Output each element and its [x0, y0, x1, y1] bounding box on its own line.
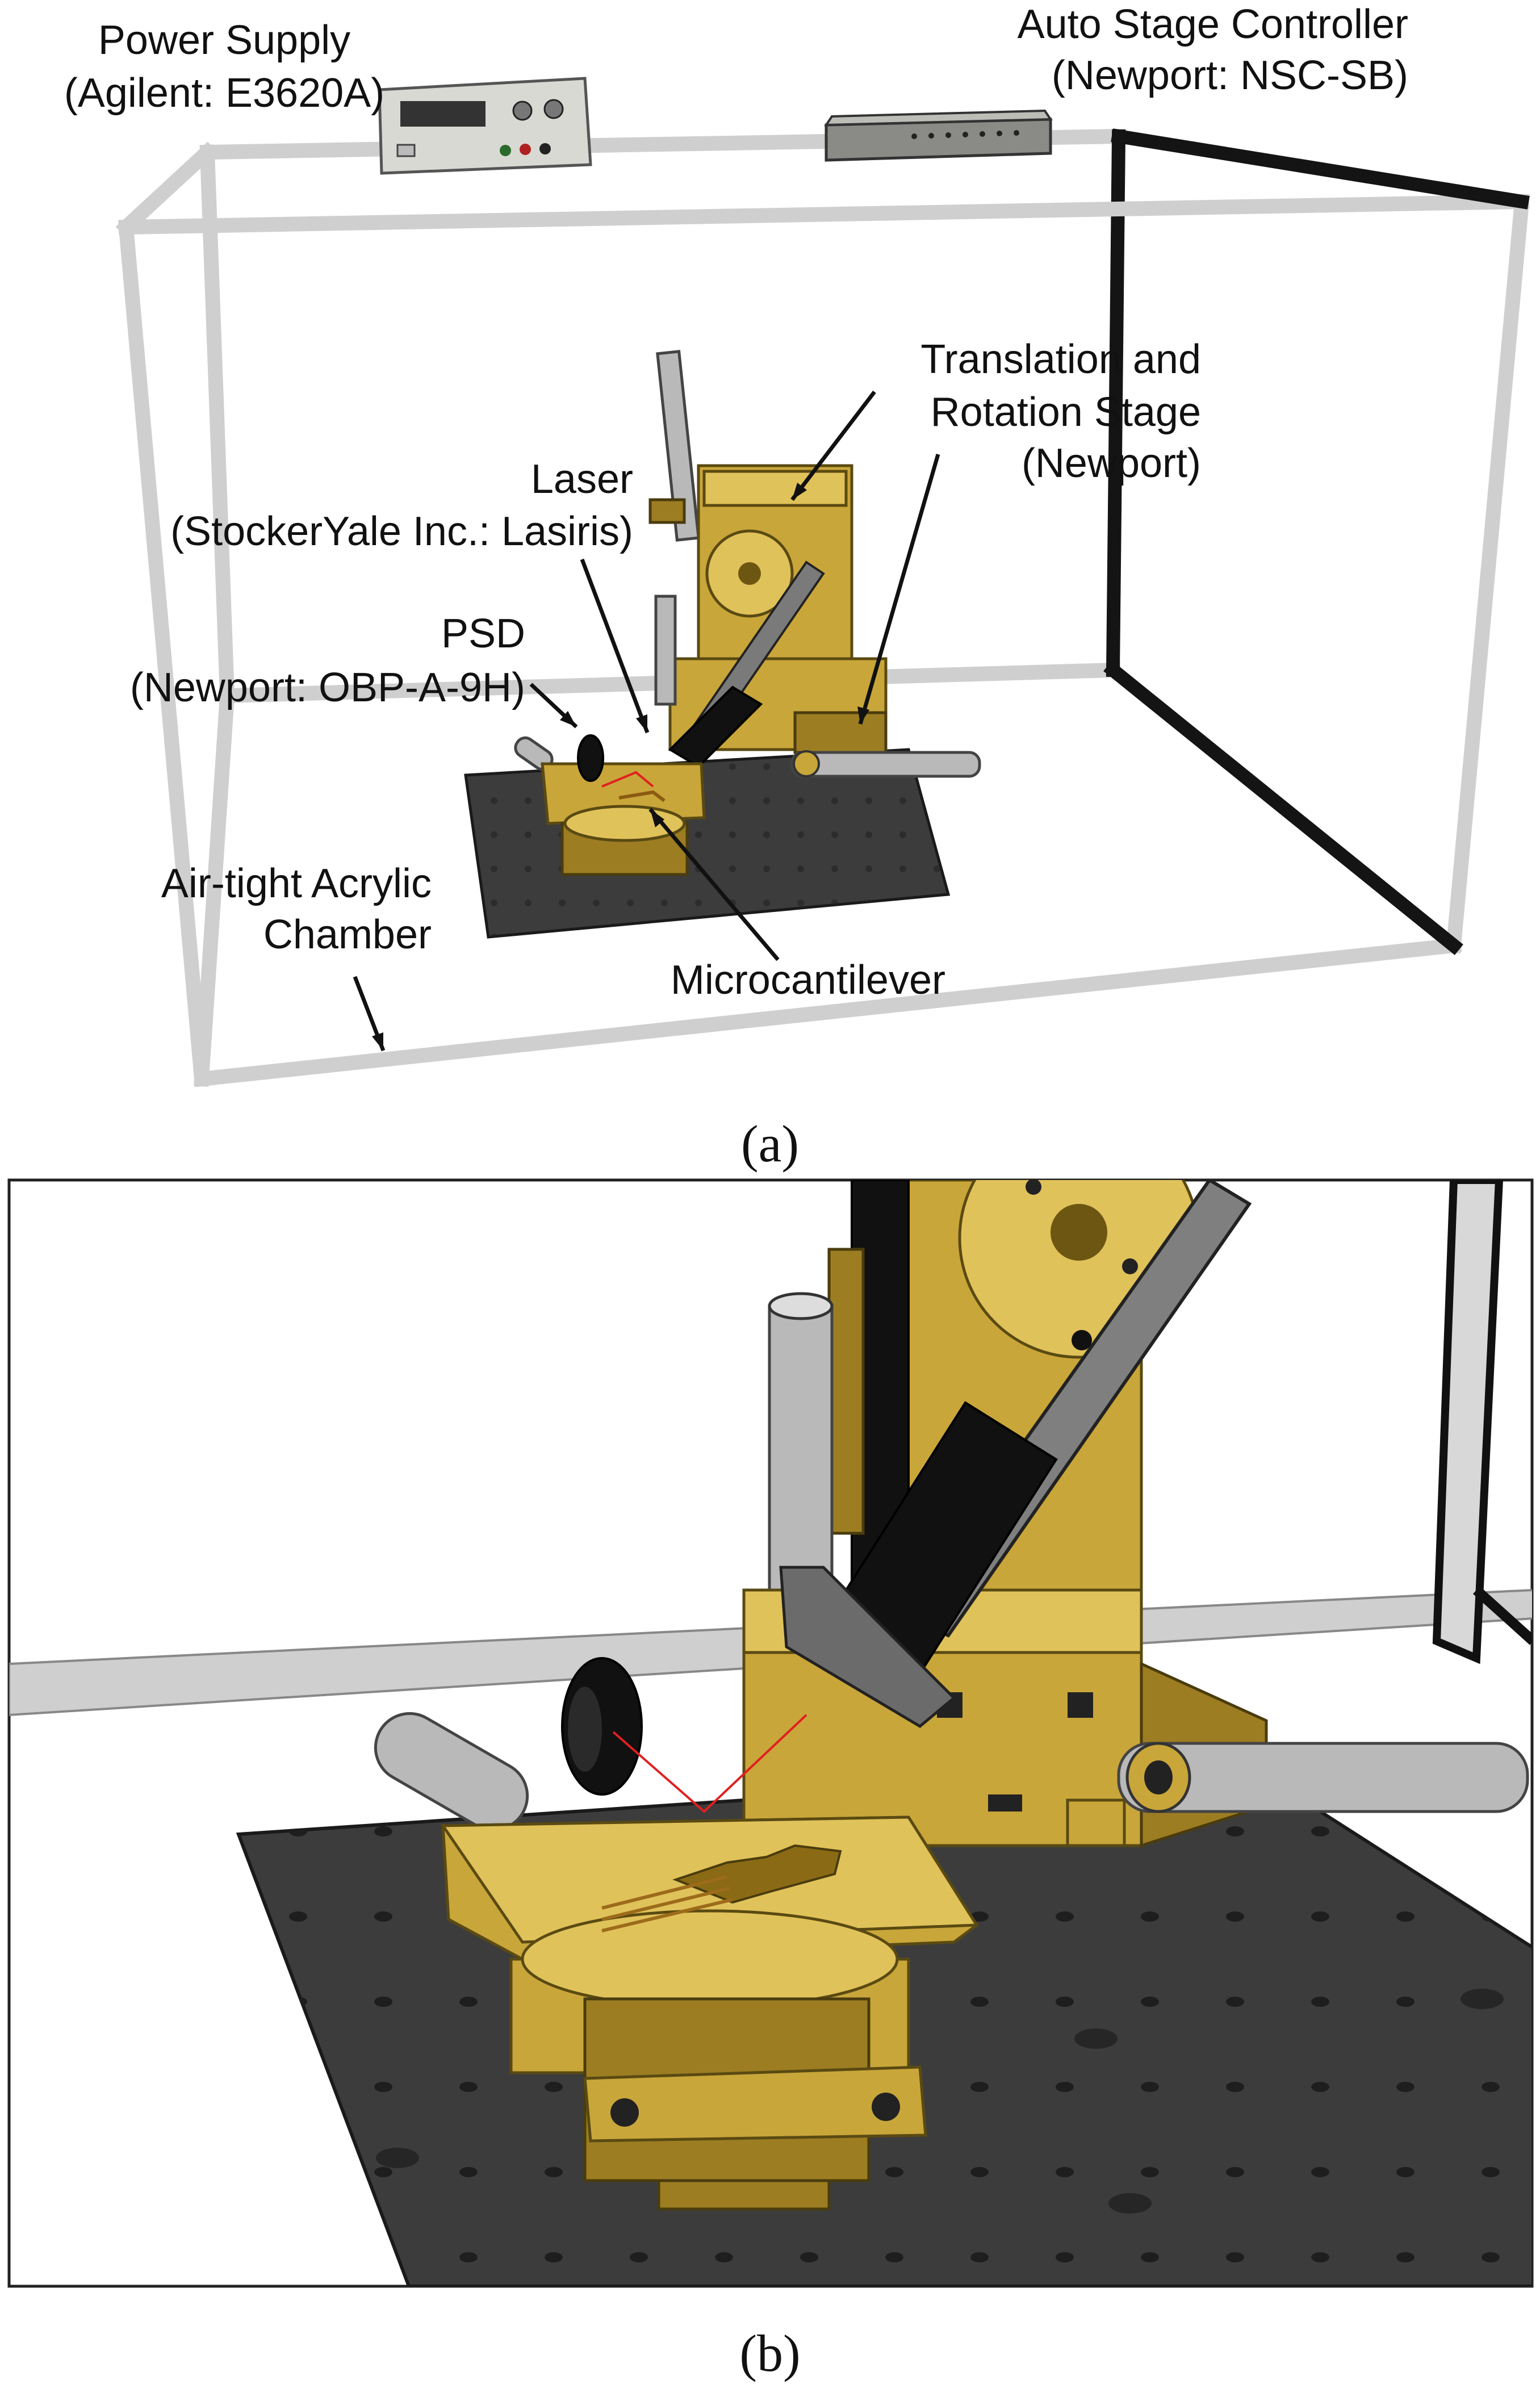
stage-controller-unit [824, 109, 1053, 162]
panel-a-illustration: Power Supply (Agilent: E3620A) Auto Stag… [64, 2, 1530, 1173]
sample-stage-a [514, 734, 706, 876]
label-chamber-line2: Chamber [263, 912, 432, 957]
laser-arm-a [668, 560, 825, 768]
label-chamber: Air-tight Acrylic [161, 861, 432, 906]
panel-b-illustration: (b) [7, 1178, 1534, 2382]
sample-stage-b [374, 1657, 980, 2211]
label-laser: Laser [531, 457, 633, 502]
label-translation-stage: Translation and [920, 337, 1201, 382]
label-microcantilever: Microcantilever [671, 957, 945, 1003]
caption-b: (b) [739, 2324, 800, 2382]
label-psd: PSD [441, 611, 525, 656]
label-power-supply: Power Supply [98, 18, 350, 63]
translation-rotation-stage-b [742, 1180, 1529, 1848]
label-stage-manufacturer: (Newport) [1022, 441, 1201, 486]
acrylic-chamber-frame [115, 128, 1530, 1087]
label-stage-controller-model: (Newport: NSC-SB) [1052, 53, 1408, 98]
leader-lines [353, 390, 940, 1052]
label-power-supply-model: (Agilent: E3620A) [64, 70, 384, 116]
label-stage-controller: Auto Stage Controller [1018, 2, 1408, 47]
power-supply-unit [378, 77, 592, 175]
translation-rotation-stage-a [648, 350, 981, 778]
label-psd-model: (Newport: OBP-A-9H) [130, 665, 525, 710]
label-rotation-stage: Rotation Stage [931, 390, 1201, 435]
caption-a: (a) [741, 1115, 799, 1173]
laser-arm-b [779, 1180, 1252, 1729]
label-laser-model: (StockerYale Inc.: Lasiris) [170, 509, 633, 554]
